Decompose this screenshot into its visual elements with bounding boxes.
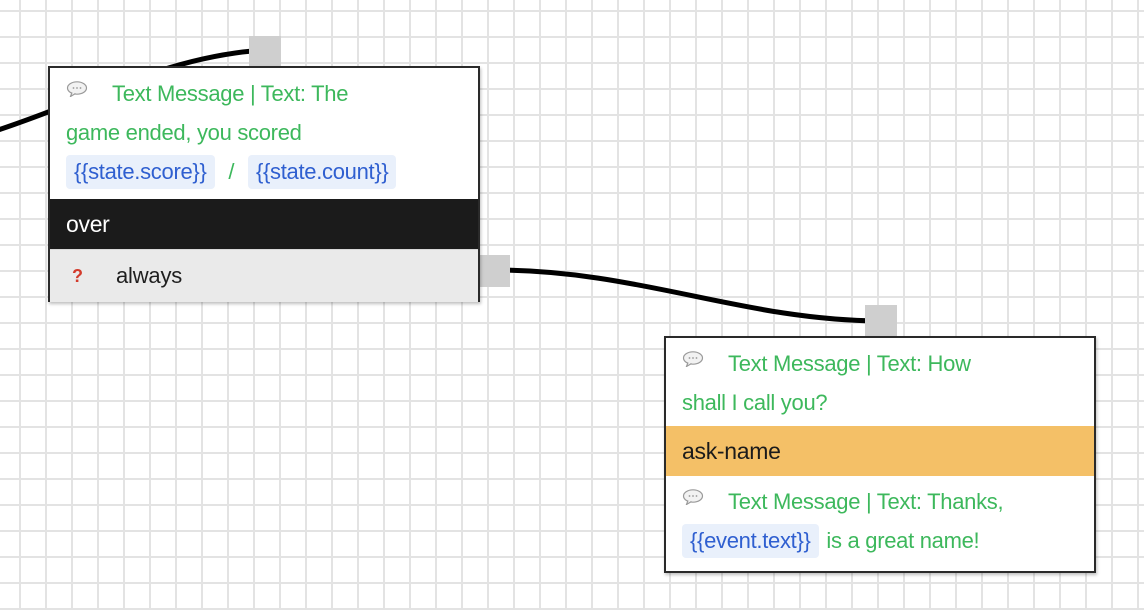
node-over-input-handle[interactable] (249, 36, 281, 68)
connector-always-to-ask-name[interactable] (493, 267, 881, 324)
speech-bubble-icon (682, 489, 704, 505)
transition-always[interactable]: ? always (50, 249, 478, 302)
node-over-onenter-message[interactable]: Text Message | Text: The game ended, you… (50, 68, 478, 195)
message-text-suffix: is a great name! (826, 528, 980, 553)
message-text-line2: shall I call you? (682, 390, 828, 415)
node-ask-name-onenter-message[interactable]: Text Message | Text: How shall I call yo… (666, 338, 1094, 426)
speech-bubble-icon (66, 81, 88, 97)
message-text: Text Message | Text: The (112, 81, 349, 106)
node-ask-name[interactable]: Text Message | Text: How shall I call yo… (664, 336, 1096, 573)
speech-bubble-icon (682, 351, 704, 367)
node-ask-name-onreceive-message[interactable]: Text Message | Text: Thanks, {{event.tex… (666, 476, 1094, 564)
transition-always-output-handle[interactable] (478, 255, 510, 287)
message-text-line2: game ended, you scored (66, 120, 302, 145)
variable-event-text: {{event.text}} (682, 524, 819, 558)
variable-state-count: {{state.count}} (247, 155, 397, 189)
separator-text: / (228, 159, 235, 184)
transition-label: always (116, 263, 183, 288)
message-text: Text Message | Text: Thanks, (728, 489, 1004, 514)
node-name-over[interactable]: over (50, 199, 478, 249)
node-name-ask-name[interactable]: ask-name (666, 426, 1094, 476)
node-over[interactable]: Text Message | Text: The game ended, you… (48, 66, 480, 302)
question-mark-icon: ? (72, 265, 83, 286)
variable-state-score: {{state.score}} (66, 155, 215, 189)
node-ask-name-input-handle[interactable] (865, 305, 897, 337)
message-text: Text Message | Text: How (728, 351, 971, 376)
